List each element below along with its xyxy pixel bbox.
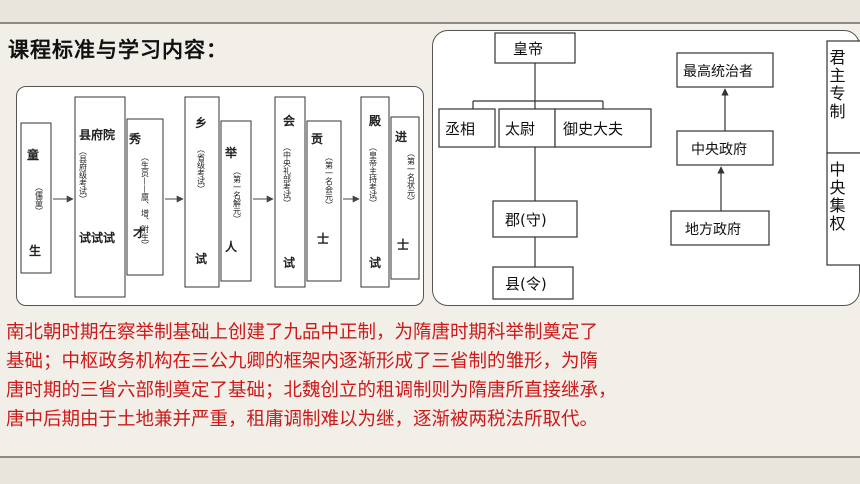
- local-gov-box: [670, 210, 770, 246]
- stage-8-name: 殿: [368, 113, 382, 128]
- stage-7-tail: 士: [317, 231, 329, 246]
- commandery-box: [492, 200, 578, 238]
- minister-1-label: 丞相: [445, 120, 475, 138]
- stage-3-name: 秀: [128, 131, 142, 146]
- county-label: 县(令): [505, 275, 547, 293]
- stage-7-name: 贡: [311, 132, 323, 146]
- stage-7-note: （第一名会元）: [325, 153, 334, 209]
- minister-3-label: 御史大夫: [563, 120, 623, 138]
- stage-9-name: 进: [395, 129, 407, 144]
- minister-box-3: [554, 108, 652, 148]
- centralization-box: [826, 152, 860, 266]
- stage-2-name: 县府院: [79, 127, 115, 142]
- summary-line-3: 唐时期的三省六部制奠定了基础；北魏创立的租调制则为隋唐所直接继承，: [6, 380, 617, 401]
- stage-9-note: （第一名状元）: [407, 149, 416, 205]
- stage-box-3: [126, 118, 164, 276]
- autocracy-label: 君主专制: [827, 49, 846, 121]
- central-gov-label: 中央政府: [691, 142, 747, 158]
- emperor-label: 皇帝: [513, 40, 543, 58]
- stage-1-tail: 生: [29, 243, 41, 258]
- exam-flow-panel: 童 （儒童） 生 县府院 （县府级考试） 试试试 秀 （生员——廪、增、附生） …: [16, 86, 424, 306]
- stage-3-tail: 才: [133, 225, 145, 240]
- local-gov-label: 地方政府: [685, 222, 741, 238]
- top-ruler-label: 最高统治者: [683, 63, 753, 80]
- summary-text: 南北朝时期在察举制基础上创建了九品中正制，为隋唐时期科举制奠定了 基础；中枢政务…: [6, 318, 858, 434]
- stage-1-note: （儒童）: [35, 183, 44, 215]
- stage-box-7: [306, 120, 342, 282]
- stage-8-note: （皇帝主持考试）: [369, 143, 378, 207]
- stage-5-name: 举: [224, 145, 238, 160]
- minister-box-2: [498, 108, 556, 148]
- county-box: [492, 266, 574, 300]
- stage-9-tail: 士: [397, 237, 409, 252]
- summary-line-2: 基础；中枢政务机构在三公九卿的框架内逐渐形成了三省制的雏形，为隋: [6, 351, 599, 372]
- page-heading: 课程标准与学习内容：: [8, 38, 228, 62]
- stage-box-2: [74, 96, 126, 298]
- summary-line-4: 唐中后期由于土地兼并严重，租庸调制难以为继，逐渐被两税法所取代。: [6, 409, 599, 430]
- government-diagram: 皇帝 丞相 太尉 御史大夫 郡(守) 县(令) 最高统治者 中央政府 地方政府 …: [438, 32, 860, 300]
- bottom-decor-band: [0, 456, 860, 484]
- exam-flow-diagram: 童 （儒童） 生 县府院 （县府级考试） 试试试 秀 （生员——廪、增、附生） …: [20, 96, 420, 298]
- stage-4-note: （省级考试）: [197, 145, 206, 193]
- top-ruler-box: [676, 52, 774, 88]
- stage-6-tail: 试: [283, 255, 295, 270]
- top-decor-band: [0, 0, 860, 24]
- stage-box-6: [274, 96, 306, 288]
- stage-2-tail: 试试试: [79, 230, 115, 245]
- stage-6-name: 会: [283, 113, 296, 128]
- government-panel: 皇帝 丞相 太尉 御史大夫 郡(守) 县(令) 最高统治者 中央政府 地方政府 …: [432, 30, 860, 306]
- commandery-label: 郡(守): [505, 211, 547, 229]
- stage-box-5: [220, 120, 252, 282]
- stage-4-tail: 试: [195, 251, 207, 266]
- stage-4-name: 乡: [195, 115, 207, 130]
- stage-1-name: 童: [27, 147, 39, 162]
- centralization-label: 中央集权: [827, 161, 846, 233]
- stage-box-4: [184, 96, 220, 288]
- minister-2-label: 太尉: [505, 120, 535, 138]
- autocracy-box: [826, 40, 860, 154]
- stage-2-note: （县府级考试）: [79, 147, 88, 203]
- stage-box-9: [390, 116, 420, 280]
- summary-line-1: 南北朝时期在察举制基础上创建了九品中正制，为隋唐时期科举制奠定了: [6, 322, 599, 343]
- stage-5-note: （第一名解元）: [233, 167, 242, 223]
- minister-box-1: [438, 108, 496, 148]
- stage-5-tail: 人: [225, 239, 238, 254]
- stage-3-note: （生员——廪、增、附生）: [141, 153, 150, 249]
- stage-6-note: （中央礼部考试）: [283, 143, 292, 207]
- stage-box-1: [20, 122, 52, 274]
- emperor-box: [494, 32, 576, 64]
- stage-box-8: [360, 96, 390, 288]
- stage-8-tail: 试: [369, 255, 381, 270]
